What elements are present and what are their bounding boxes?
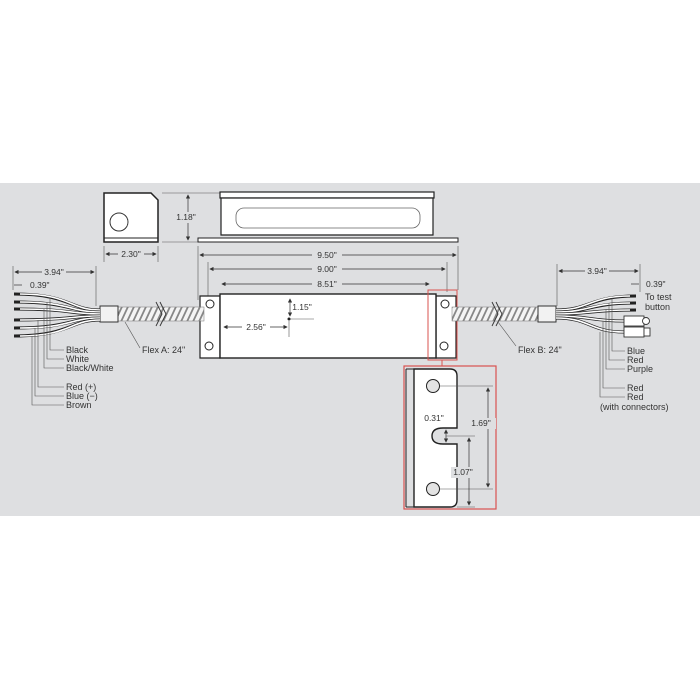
flex-conduit-b — [451, 301, 557, 327]
wire-label-purple: Purple — [627, 364, 653, 374]
left-wire-leads — [13, 292, 101, 338]
body-length-label: 8.51" — [317, 279, 337, 289]
right-wire-callouts: Blue Red Purple Red Red (with connectors… — [497, 298, 669, 412]
wire-label-blue: Blue — [627, 346, 645, 356]
end-view-height-label: 1.18" — [176, 212, 196, 222]
wire-label-black-white: Black/White — [66, 363, 114, 373]
left-lead-dimensions: 3.94" 0.39" — [12, 266, 97, 306]
right-wire-leads — [555, 294, 651, 338]
top-view-dimensions: 9.50" 9.00" 8.51" — [197, 246, 459, 300]
left-strip-tip-label: 0.39" — [30, 280, 50, 290]
right-strip-tip-label: 0.39" — [646, 279, 666, 289]
offset-y-label: 1.15" — [292, 302, 312, 312]
slot-width-label: 0.31" — [424, 413, 444, 423]
flex-b-label: Flex B: 24" — [518, 345, 562, 355]
flex-a-label: Flex A: 24" — [142, 345, 185, 355]
overall-length-label: 9.50" — [317, 250, 337, 260]
wire-label-black: Black — [66, 345, 89, 355]
wire-label-red-2: Red — [627, 383, 644, 393]
hole-spacing-label: 1.69" — [471, 418, 491, 428]
wire-label-red-1: Red — [627, 355, 644, 365]
flex-conduit-a — [99, 301, 205, 327]
wire-label-brown: Brown — [66, 400, 92, 410]
right-strip-length-label: 3.94" — [587, 266, 607, 276]
slot-to-edge-label: 1.07" — [453, 467, 473, 477]
top-view-body: 1.15" 2.56" — [199, 289, 458, 361]
wire-label-red-positive: Red (+) — [66, 382, 96, 392]
bracket-detail-highlight — [403, 365, 497, 510]
side-view — [197, 191, 459, 243]
end-view: 2.30" 1.18" — [103, 192, 220, 262]
bracket-detail: 1.69" 0.31" 1.07" — [403, 360, 497, 510]
wire-label-red-3: Red — [627, 392, 644, 402]
mount-spacing-label: 9.00" — [317, 264, 337, 274]
test-button-label-line2: button — [645, 302, 670, 312]
end-view-width-label: 2.30" — [121, 249, 141, 259]
wire-label-with-connectors: (with connectors) — [600, 402, 669, 412]
left-wire-callouts: Black White Black/White Red (+) Blue (−)… — [31, 298, 185, 410]
right-lead-dimensions: 3.94" 0.39" To test button — [556, 264, 672, 312]
test-button-label-line1: To test — [645, 292, 672, 302]
left-strip-length-label: 3.94" — [44, 267, 64, 277]
wire-label-white: White — [66, 354, 89, 364]
wire-label-blue-negative: Blue (−) — [66, 391, 98, 401]
offset-x-label: 2.56" — [246, 322, 266, 332]
